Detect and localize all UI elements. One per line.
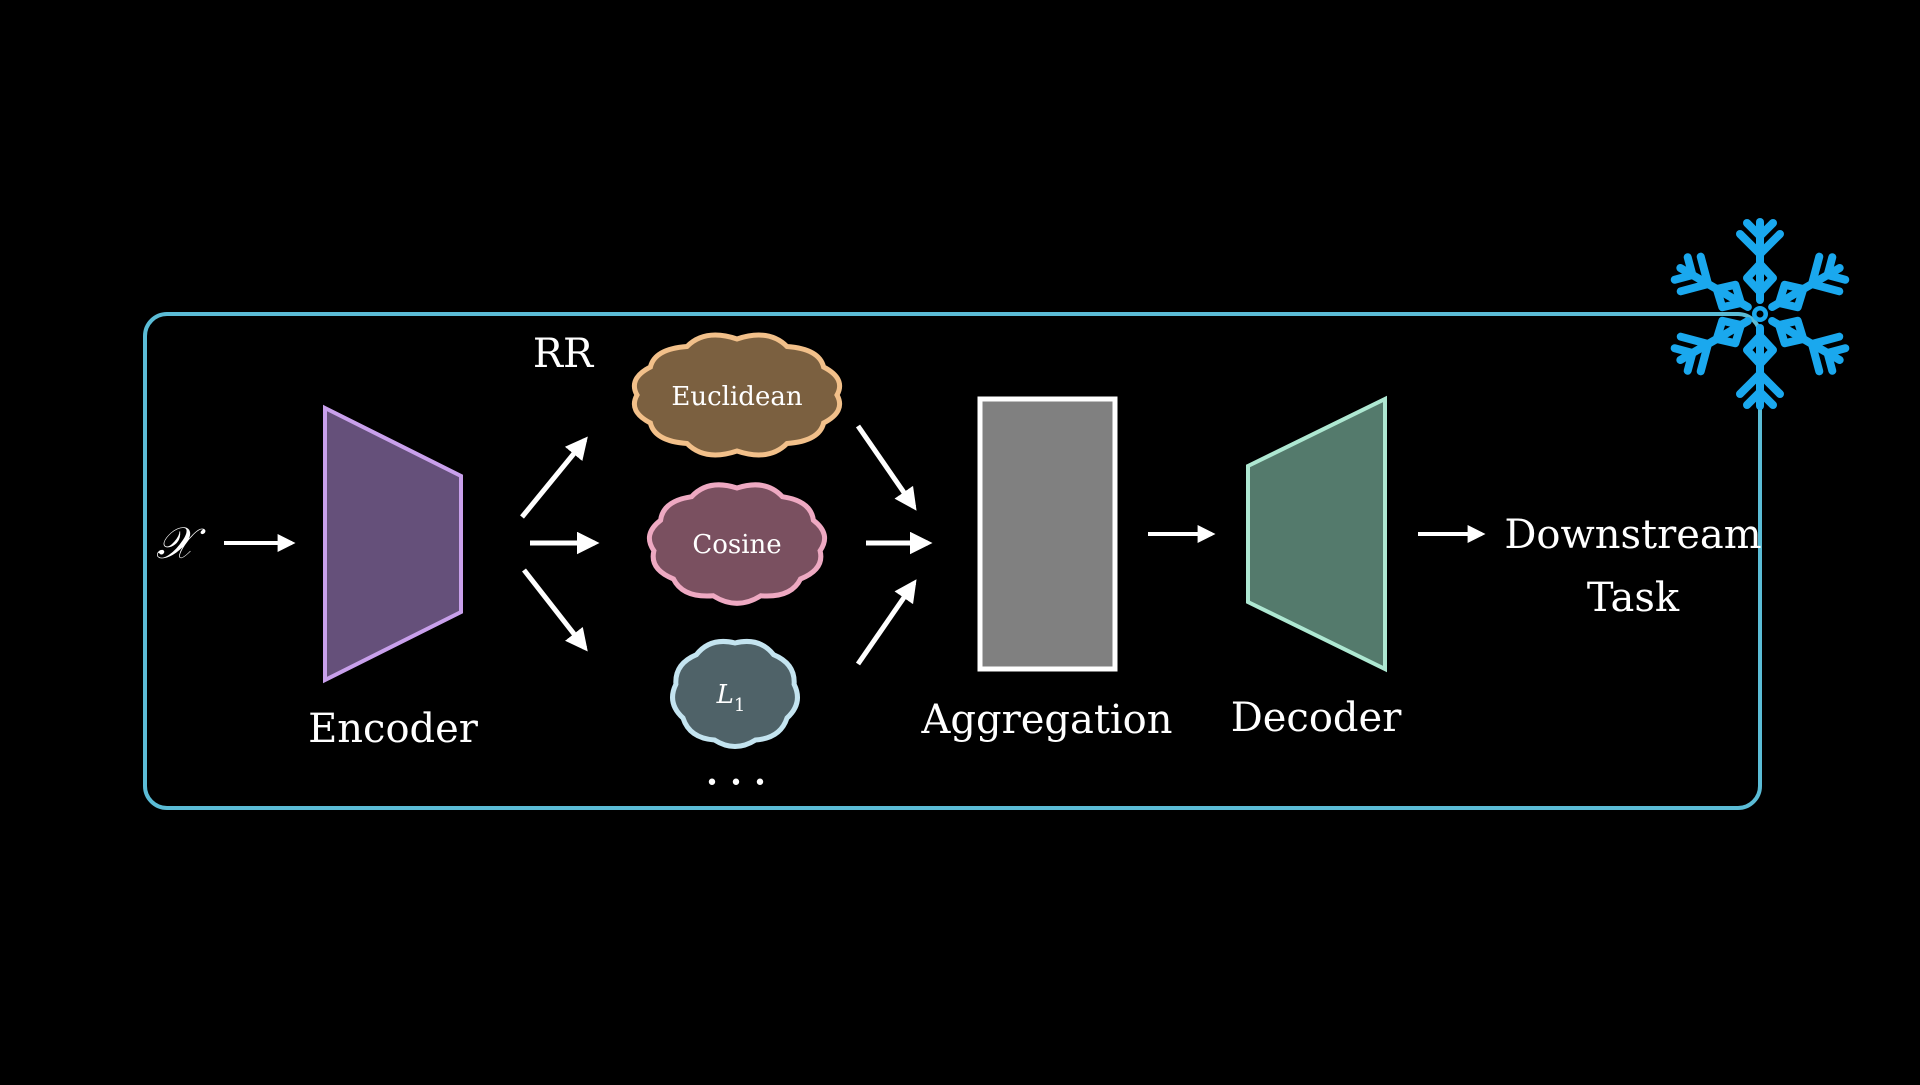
arrow-l1-to-aggregation	[855, 579, 917, 666]
aggregation-block	[977, 396, 1118, 672]
cloud-euclidean: Euclidean	[631, 332, 843, 458]
arrow-encoder-to-euclidean	[520, 436, 588, 519]
decoder-block	[1246, 395, 1387, 673]
cloud-cosine: Cosine	[646, 482, 828, 606]
cloud-l1-label: L1	[716, 680, 746, 716]
downstream-task-label: Downstream	[1504, 512, 1761, 558]
decoder-label: Decoder	[1231, 695, 1403, 741]
more-metrics-ellipsis: • • •	[706, 771, 769, 796]
frozen-frame	[143, 312, 1762, 810]
arrow-euclidean-to-aggregation	[855, 424, 917, 511]
cloud-euclidean-label: Euclidean	[671, 382, 802, 412]
rr-label: RR	[533, 331, 595, 377]
arrow-encoder-to-l1	[522, 568, 588, 652]
cloud-cosine-label: Cosine	[692, 530, 781, 560]
snowflake-icon	[1670, 218, 1850, 410]
aggregation-label: Aggregation	[920, 697, 1172, 743]
encoder-block	[323, 404, 463, 684]
downstream-task-label-line2: Task	[1587, 575, 1680, 621]
encoder-label: Encoder	[308, 706, 479, 752]
cloud-l1: L1	[670, 638, 800, 749]
input-symbol: 𝒳	[156, 518, 206, 569]
